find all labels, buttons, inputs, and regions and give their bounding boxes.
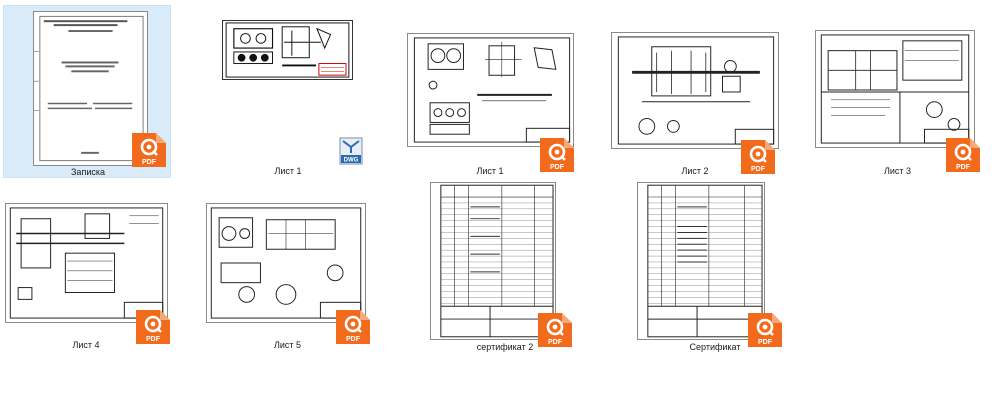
file-tile-list3[interactable]: PDF Лист 3 [810, 5, 985, 178]
file-name: Лист 5 [273, 340, 302, 350]
pdf-file-icon: PDF [538, 313, 572, 347]
file-tile-list1-dwg[interactable]: DWG Лист 1 [173, 5, 373, 178]
pdf-file-icon: PDF [136, 310, 170, 344]
pdf-badge-text: PDF [548, 339, 563, 346]
pdf-badge-text: PDF [346, 336, 361, 343]
drawing-thumbnail [611, 32, 779, 149]
pdf-badge-text: PDF [550, 164, 565, 171]
pdf-badge-text: PDF [142, 159, 157, 166]
pdf-file-icon: PDF [336, 310, 370, 344]
drawing-thumbnail [815, 30, 975, 148]
pdf-badge-text: PDF [758, 339, 773, 346]
file-tile-certificate[interactable]: PDF Сертификат [625, 175, 805, 363]
pdf-file-icon: PDF [946, 138, 980, 172]
file-tile-zapiska[interactable]: PDF Записка [3, 5, 171, 178]
file-tile-list4[interactable]: PDF Лист 4 [0, 190, 180, 363]
file-tile-list2[interactable]: PDF Лист 2 [605, 5, 785, 178]
file-name: Лист 4 [72, 340, 100, 350]
drawing-thumbnail [407, 33, 574, 147]
file-name: Лист 2 [681, 166, 709, 176]
pdf-file-icon: PDF [540, 138, 574, 172]
dwg-file-icon: DWG [339, 137, 363, 165]
file-tile-certificate2[interactable]: PDF сертификат 2 [415, 175, 595, 363]
file-name: сертификат 2 [476, 342, 534, 352]
document-thumbnail [33, 11, 148, 166]
file-tile-list5[interactable]: PDF Лист 5 [200, 190, 375, 363]
pdf-file-icon: PDF [741, 140, 775, 174]
dwg-badge-text: DWG [344, 158, 359, 164]
drawing-thumbnail [222, 20, 353, 80]
spec-sheet-thumbnail [637, 182, 765, 340]
pdf-file-icon: PDF [132, 133, 166, 167]
spec-sheet-thumbnail [430, 182, 556, 340]
pdf-badge-text: PDF [146, 336, 161, 343]
file-name: Записка [71, 167, 105, 177]
drawing-thumbnail [5, 203, 168, 323]
file-name: Лист 1 [476, 166, 504, 176]
drawing-thumbnail [206, 203, 366, 323]
pdf-badge-text: PDF [751, 166, 766, 173]
file-name: Сертификат [689, 342, 741, 352]
pdf-badge-text: PDF [956, 164, 971, 171]
file-name: Лист 3 [883, 166, 912, 176]
file-tile-list1-pdf[interactable]: PDF Лист 1 [400, 5, 580, 178]
pdf-file-icon: PDF [748, 313, 782, 347]
file-name: Лист 1 [274, 166, 302, 176]
